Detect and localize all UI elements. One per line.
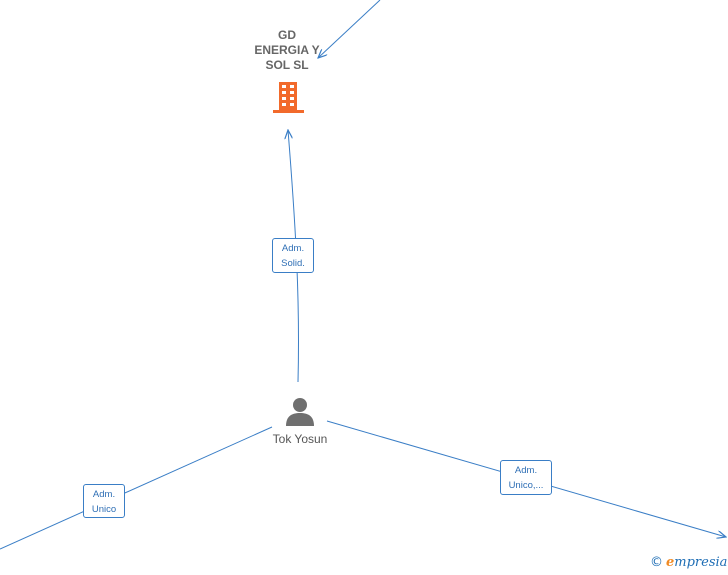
company-name-line: GD bbox=[278, 28, 296, 42]
person-name[interactable]: Tok Yosun bbox=[272, 432, 328, 446]
relation-label-line: Adm. bbox=[92, 489, 116, 500]
brand-initial: e bbox=[666, 555, 675, 570]
edge-person-to-left bbox=[0, 426, 273, 550]
person-icon[interactable] bbox=[285, 396, 315, 431]
relation-label-adm-unico-more[interactable]: Adm. Unico,... bbox=[500, 460, 552, 495]
relation-label-adm-unico[interactable]: Adm. Unico bbox=[83, 484, 125, 518]
relation-label-line: Unico bbox=[91, 504, 117, 515]
relation-label-line: Unico,... bbox=[508, 480, 544, 491]
relation-label-line: Adm. bbox=[514, 465, 538, 476]
copyright-icon: © bbox=[650, 555, 663, 570]
relation-label-adm-solid[interactable]: Adm. Solid. bbox=[272, 238, 314, 273]
building-icon[interactable] bbox=[273, 80, 305, 119]
relation-label-line: Solid. bbox=[281, 258, 305, 269]
company-name-line: SOL SL bbox=[265, 58, 309, 72]
edge-incoming-company bbox=[318, 0, 381, 58]
brand-rest: mpresia bbox=[674, 555, 728, 570]
company-name[interactable]: GD ENERGIA Y SOL SL bbox=[239, 28, 335, 73]
relation-label-line: Adm. bbox=[281, 243, 305, 254]
company-name-line: ENERGIA Y bbox=[254, 43, 320, 57]
empresia-watermark: ©empresia bbox=[650, 555, 727, 570]
